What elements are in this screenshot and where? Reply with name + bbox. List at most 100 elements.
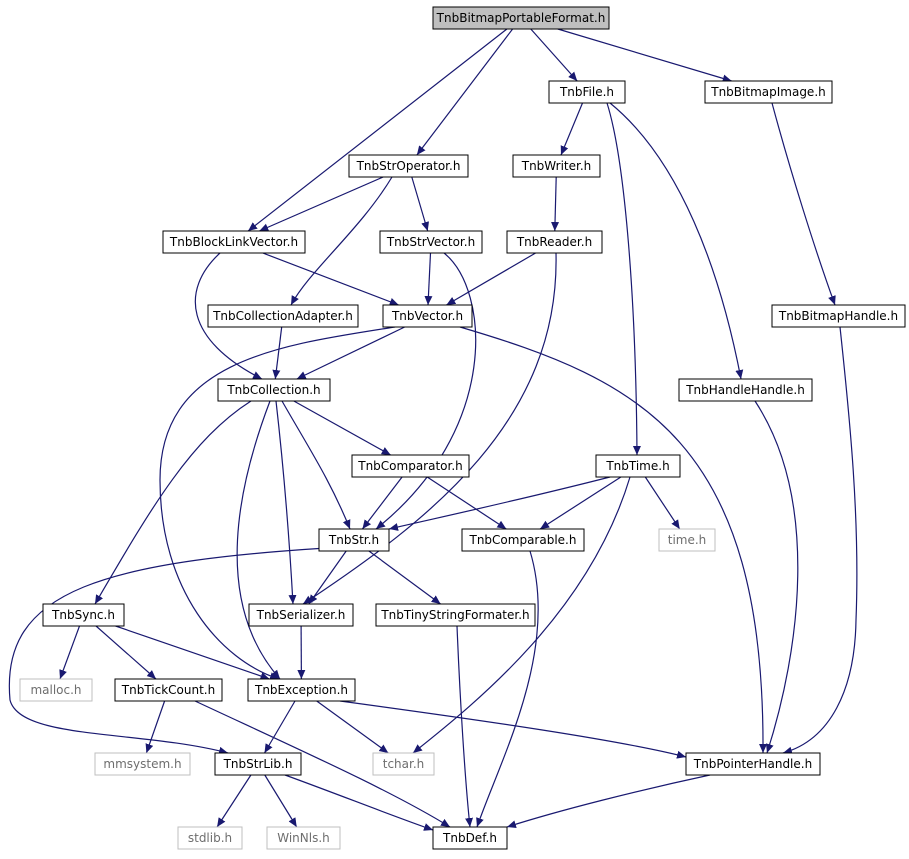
node-tnbwriter-h[interactable]: TnbWriter.h — [512, 154, 601, 178]
node-label: time.h — [668, 533, 707, 547]
edge-tnbstrlib-h-to-winnls-h — [264, 774, 298, 828]
node-box — [217, 378, 331, 402]
node-tnbstrlib-h[interactable]: TnbStrLib.h — [214, 752, 302, 776]
node-box — [177, 826, 243, 850]
node-mmsystem-h: mmsystem.h — [94, 752, 191, 776]
edge-tnbbitmapportableformat-h-to-tnbblocklinkvector-h — [247, 28, 508, 232]
node-label: TnbStrOperator.h — [356, 159, 461, 173]
edge-tnbreader-h-to-tnbvector-h — [446, 252, 536, 306]
edge-tnbtime-h-to-time-h — [644, 476, 681, 530]
node-tnbcomparable-h[interactable]: TnbComparable.h — [461, 528, 585, 552]
node-label: TnbReader.h — [516, 235, 592, 249]
node-box — [461, 528, 585, 552]
node-label: TnbCollectionAdapter.h — [212, 309, 353, 323]
edge-tnbwriter-h-to-tnbreader-h — [551, 176, 560, 232]
edge-tnbpointerhandle-h-to-tnbdef-h — [506, 774, 711, 829]
edge-tnbcomparable-h-to-tnbdef-h — [476, 550, 539, 828]
node-box — [379, 230, 483, 254]
edge-tnbstroperator-h-to-tnbcollectionadapter-h — [290, 176, 393, 306]
node-tnbfile-h[interactable]: TnbFile.h — [548, 80, 626, 104]
node-box — [595, 454, 681, 478]
node-tnbbitmaphandle-h[interactable]: TnbBitmapHandle.h — [771, 304, 906, 328]
node-label: TnbSerializer.h — [256, 608, 346, 622]
node-box — [685, 752, 821, 776]
edge-tnbstrvector-h-to-tnbvector-h — [424, 252, 433, 306]
edge-layer — [8, 28, 858, 831]
node-label: TnbBitmapHandle.h — [778, 309, 898, 323]
edge-tnbhandlehandle-h-to-tnbpointerhandle-h — [754, 400, 799, 754]
edge-tnbbitmapportableformat-h-to-tnbfile-h — [530, 28, 578, 82]
node-label: stdlib.h — [188, 831, 232, 845]
node-label: TnbWriter.h — [521, 159, 592, 173]
edge-tnbstrvector-h-to-tnbstr-h — [375, 252, 477, 530]
node-tnbtickcount-h[interactable]: TnbTickCount.h — [114, 678, 223, 702]
node-tnbpointerhandle-h[interactable]: TnbPointerHandle.h — [685, 752, 821, 776]
edge-tnbtime-h-to-tchar-h — [412, 476, 631, 754]
node-tnbvector-h[interactable]: TnbVector.h — [382, 304, 473, 328]
node-box — [207, 304, 359, 328]
node-label: tchar.h — [383, 757, 425, 771]
node-tnbstr-h[interactable]: TnbStr.h — [318, 528, 390, 552]
node-tnbcollection-h[interactable]: TnbCollection.h — [217, 378, 331, 402]
node-box — [512, 154, 601, 178]
node-box — [548, 80, 626, 104]
node-label: TnbStrLib.h — [223, 757, 293, 771]
node-label: TnbException.h — [254, 683, 348, 697]
node-label: TnbBitmapImage.h — [710, 85, 826, 99]
node-box — [375, 603, 536, 627]
edge-tnbfile-h-to-tnbtime-h — [606, 102, 641, 456]
edge-tnbcomparator-h-to-tnbcomparable-h — [426, 476, 507, 530]
edge-tnbreader-h-to-tnbserializer-h — [302, 252, 557, 605]
node-box — [19, 678, 93, 702]
edge-tnbbitmapportableformat-h-to-tnbbitmapimage-h — [557, 28, 732, 83]
node-label: TnbComparator.h — [357, 459, 463, 473]
node-label: TnbStr.h — [328, 533, 379, 547]
node-box — [162, 230, 306, 254]
edge-tnbstroperator-h-to-tnbstrvector-h — [411, 176, 429, 232]
node-tnbblocklinkvector-h[interactable]: TnbBlockLinkVector.h — [162, 230, 306, 254]
node-tnbstrvector-h[interactable]: TnbStrVector.h — [379, 230, 483, 254]
edge-tnbcollection-h-to-tnbexception-h — [236, 400, 281, 680]
node-winnls-h: WinNls.h — [266, 826, 341, 850]
node-tnbexception-h[interactable]: TnbException.h — [247, 678, 356, 702]
node-tnbdef-h[interactable]: TnbDef.h — [432, 826, 508, 850]
edge-tnbexception-h-to-tnbstrlib-h — [263, 700, 296, 754]
edge-tnbtickcount-h-to-tnbdef-h — [194, 700, 451, 828]
node-tnbbitmapportableformat-h[interactable]: TnbBitmapPortableFormat.h — [432, 6, 610, 30]
edge-tnbsync-h-to-malloc-h — [59, 625, 81, 680]
node-tnbbitmapimage-h[interactable]: TnbBitmapImage.h — [704, 80, 833, 104]
node-tnbreader-h[interactable]: TnbReader.h — [506, 230, 603, 254]
node-tnbsync-h[interactable]: TnbSync.h — [42, 603, 125, 627]
node-tnbserializer-h[interactable]: TnbSerializer.h — [248, 603, 354, 627]
node-tnbcomparator-h[interactable]: TnbComparator.h — [351, 454, 470, 478]
node-box — [351, 454, 470, 478]
edge-tnbcollectionadapter-h-to-tnbcollection-h — [272, 326, 283, 380]
edge-tnbtime-h-to-tnbstr-h — [388, 476, 611, 531]
edge-tnbbitmapportableformat-h-to-tnbstroperator-h — [416, 28, 514, 156]
edge-tnbexception-h-to-tchar-h — [316, 700, 389, 754]
node-tnbhandlehandle-h[interactable]: TnbHandleHandle.h — [678, 378, 813, 402]
node-tnbtinystringformater-h[interactable]: TnbTinyStringFormater.h — [375, 603, 536, 627]
node-tchar-h: tchar.h — [372, 752, 435, 776]
node-tnbstroperator-h[interactable]: TnbStrOperator.h — [348, 154, 469, 178]
node-label: mmsystem.h — [103, 757, 181, 771]
node-box — [114, 678, 223, 702]
node-label: TnbTickCount.h — [121, 683, 215, 697]
edge-tnbblocklinkvector-h-to-tnbvector-h — [262, 252, 399, 306]
node-label: TnbDef.h — [442, 831, 497, 845]
node-box — [432, 6, 610, 30]
node-box — [678, 378, 813, 402]
node-label: TnbTime.h — [605, 459, 669, 473]
node-label: TnbTinyStringFormater.h — [380, 608, 529, 622]
edge-tnbtinystringformater-h-to-tnbdef-h — [456, 625, 474, 828]
edge-tnbstrlib-h-to-tnbdef-h — [284, 774, 434, 831]
node-tnbtime-h[interactable]: TnbTime.h — [595, 454, 681, 478]
edge-tnbstr-h-to-tnbserializer-h — [308, 550, 347, 605]
node-box — [248, 603, 354, 627]
edge-tnbcollection-h-to-tnbserializer-h — [275, 400, 297, 605]
node-malloc-h: malloc.h — [19, 678, 93, 702]
node-tnbcollectionadapter-h[interactable]: TnbCollectionAdapter.h — [207, 304, 359, 328]
node-label: TnbHandleHandle.h — [685, 383, 805, 397]
node-label: TnbBitmapPortableFormat.h — [436, 11, 606, 25]
